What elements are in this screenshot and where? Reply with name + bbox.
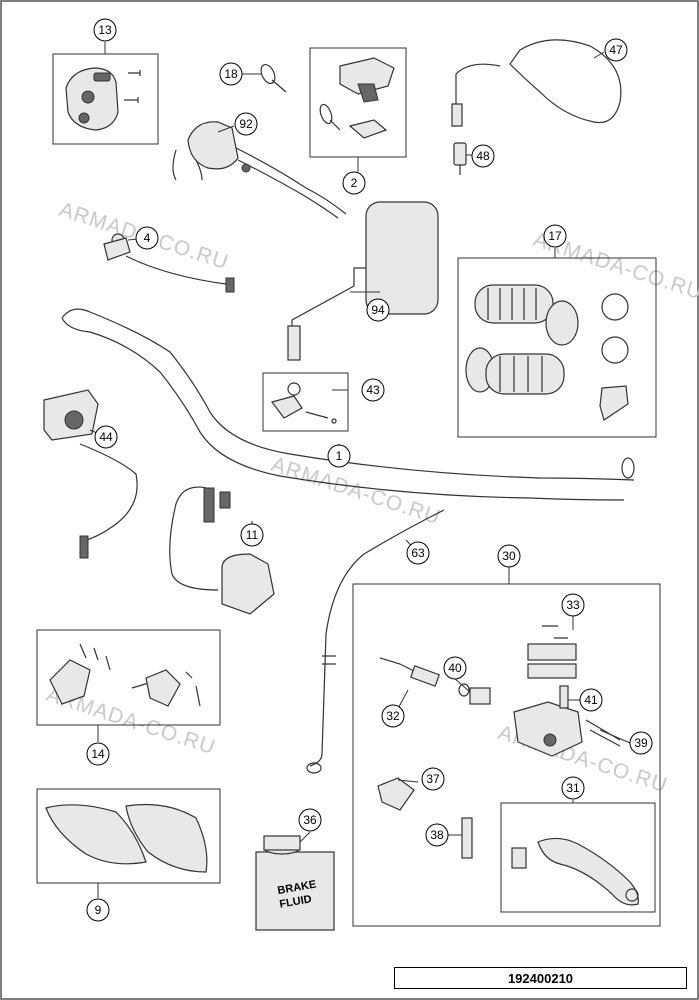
callout-18[interactable]: 18: [219, 62, 243, 86]
callout-number: 43: [366, 383, 380, 397]
part-4-lever: [103, 233, 235, 293]
callout-number: 9: [95, 903, 102, 917]
watermark: ARMADA-CO.RU: [268, 453, 443, 529]
callout-38[interactable]: 38: [425, 823, 449, 847]
group-box-17: [457, 257, 657, 438]
leader-lines: [89, 42, 631, 898]
callout-number: 31: [566, 781, 580, 795]
part-44-actuator: [43, 389, 138, 559]
callout-31[interactable]: 31: [561, 776, 585, 800]
callout-13[interactable]: 13: [93, 18, 117, 42]
callout-number: 1: [336, 449, 343, 463]
callout-number: 41: [584, 693, 598, 707]
callout-48[interactable]: 48: [471, 144, 495, 168]
group-box-31: [500, 802, 656, 913]
part-31-brake-lever: [511, 837, 639, 906]
brake-fluid-label: FLUID: [279, 893, 313, 910]
part-30-master-cylinder: [377, 625, 621, 859]
callout-33[interactable]: 33: [561, 593, 585, 617]
part-47-mirror: [451, 39, 622, 127]
callout-number: 36: [303, 813, 317, 827]
callout-63[interactable]: 63: [406, 541, 430, 565]
part-63-brake-line: [306, 509, 445, 774]
callout-4[interactable]: 4: [135, 226, 159, 250]
callout-number: 18: [224, 67, 238, 81]
callout-41[interactable]: 41: [579, 688, 603, 712]
callout-37[interactable]: 37: [421, 767, 445, 791]
callout-number: 39: [634, 736, 648, 750]
callout-number: 2: [351, 176, 358, 190]
part-36-brake-fluid: BRAKE FLUID: [255, 835, 335, 931]
callout-number: 38: [430, 828, 444, 842]
callout-40[interactable]: 40: [443, 656, 467, 680]
callout-number: 44: [99, 430, 113, 444]
part-2-switch: [319, 57, 395, 139]
callout-39[interactable]: 39: [629, 731, 653, 755]
part-9-hand-guards: [45, 803, 208, 873]
callout-14[interactable]: 14: [86, 742, 110, 766]
callout-11[interactable]: 11: [240, 523, 264, 547]
part-11-switch: [169, 486, 275, 615]
group-box-30: [352, 583, 661, 927]
callout-94[interactable]: 94: [366, 298, 390, 322]
callout-43[interactable]: 43: [361, 378, 385, 402]
callout-number: 47: [609, 43, 623, 57]
callout-36[interactable]: 36: [298, 808, 322, 832]
callout-32[interactable]: 32: [381, 704, 405, 728]
callout-17[interactable]: 17: [543, 224, 567, 248]
part-18-cable-tie: [260, 63, 287, 93]
callout-number: 32: [386, 709, 400, 723]
callout-number: 30: [502, 549, 516, 563]
callout-number: 40: [448, 661, 462, 675]
callout-number: 11: [246, 528, 259, 542]
callout-number: 14: [91, 747, 105, 761]
callout-number: 17: [548, 229, 562, 243]
group-box-9: [36, 788, 221, 884]
callout-9[interactable]: 9: [86, 898, 110, 922]
callout-30[interactable]: 30: [497, 544, 521, 568]
callout-number: 48: [476, 149, 490, 163]
callout-number: 92: [239, 117, 253, 131]
callout-number: 63: [411, 546, 425, 560]
callout-44[interactable]: 44: [94, 425, 118, 449]
callout-number: 37: [426, 772, 440, 786]
callout-number: 94: [371, 303, 385, 317]
part-14-hardware: [49, 643, 201, 707]
callout-number: 4: [144, 231, 151, 245]
part-1-handlebar: [61, 308, 635, 501]
group-box-14: [36, 629, 221, 726]
part-92-throttle-housing: [172, 121, 347, 219]
callout-47[interactable]: 47: [604, 38, 628, 62]
part-13-switch-housing: [65, 67, 141, 131]
group-box-43: [262, 372, 349, 432]
callout-2[interactable]: 2: [342, 171, 366, 195]
part-94-mirror: [287, 201, 439, 361]
callout-number: 33: [566, 598, 580, 612]
callout-number: 13: [98, 23, 112, 37]
callout-92[interactable]: 92: [234, 112, 258, 136]
document-number: 192400210: [394, 967, 687, 989]
part-17-grips: [465, 284, 629, 421]
callout-1[interactable]: 1: [327, 444, 351, 468]
part-48-adapter: [453, 142, 467, 175]
part-43-mirror-clamp: [270, 382, 337, 424]
